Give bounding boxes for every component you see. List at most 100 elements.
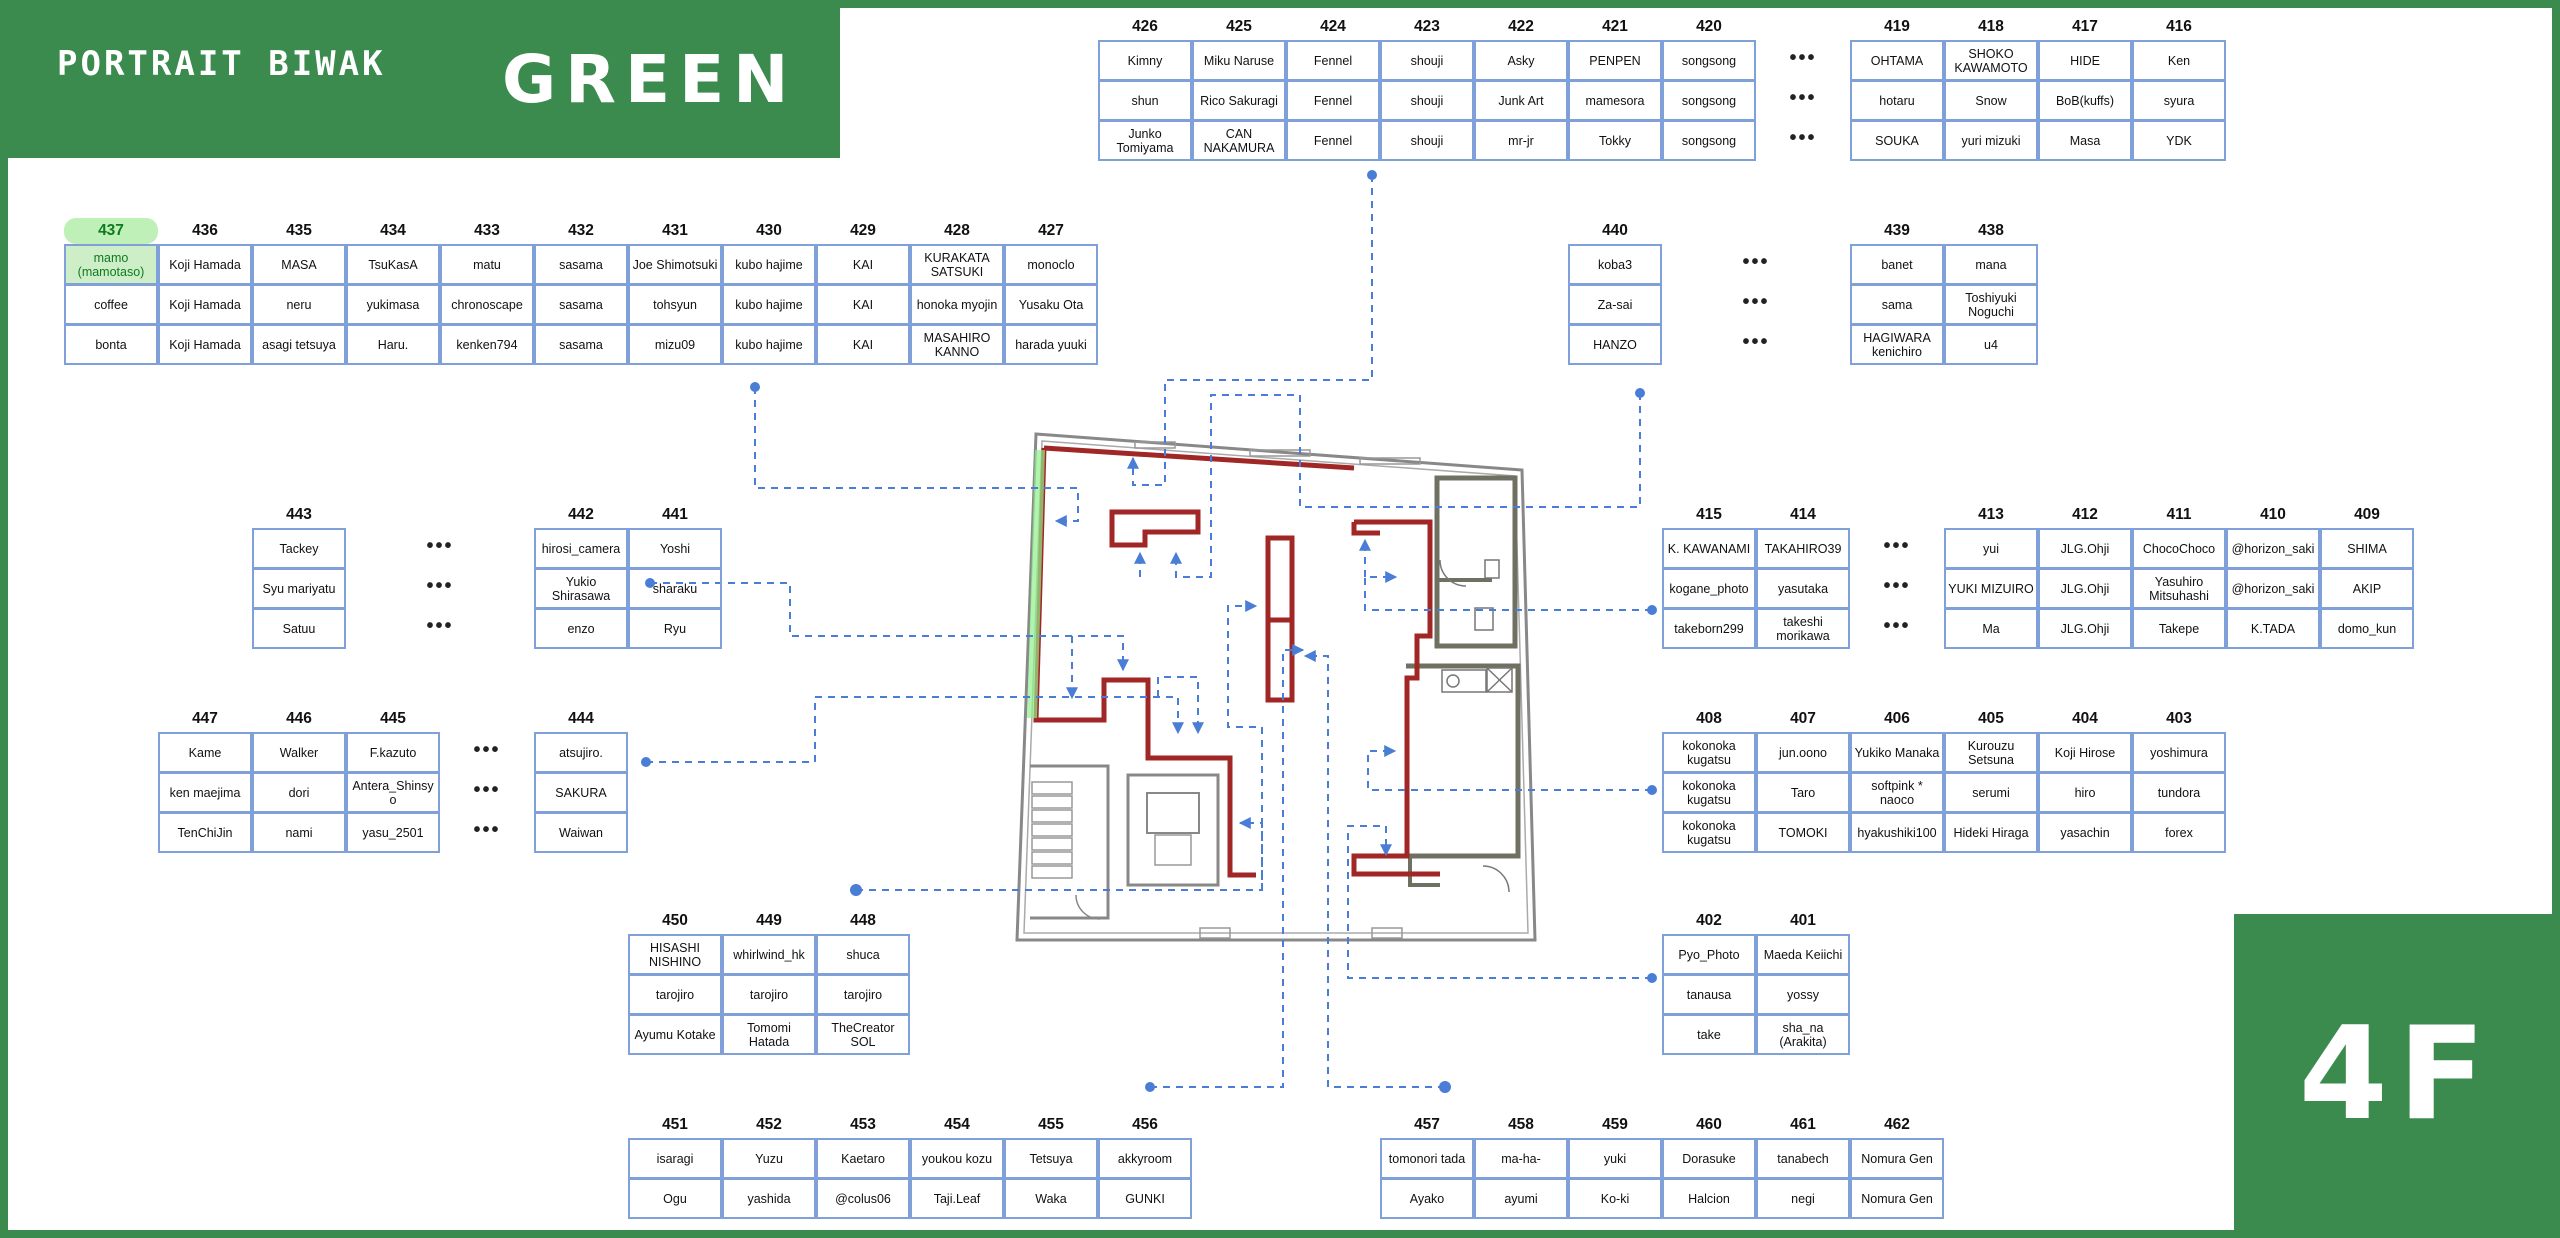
header-band — [0, 0, 840, 158]
exhibitor-name: HANZO — [1568, 324, 1662, 365]
exhibitor-name: enzo — [534, 608, 628, 649]
exhibitor-name: tanabech — [1756, 1138, 1850, 1179]
ellipsis-icon: ••• — [1789, 47, 1817, 69]
room-number: 407 — [1790, 710, 1816, 727]
room-number: 442 — [568, 506, 594, 523]
exhibitor-name: whirlwind_hk — [722, 934, 816, 975]
exhibitor-name: tohsyun — [628, 284, 722, 325]
exhibitor-name: Satuu — [252, 608, 346, 649]
exhibitor-name: ayumi — [1474, 1178, 1568, 1219]
exhibitor-name: Asky — [1474, 40, 1568, 81]
room-number: 435 — [286, 222, 312, 239]
exhibitor-name: @colus06 — [816, 1178, 910, 1219]
exhibitor-name: PENPEN — [1568, 40, 1662, 81]
exhibitor-name: ChocoChoco — [2132, 528, 2226, 569]
exhibitor-name: Kaetaro — [816, 1138, 910, 1179]
room-number: 449 — [756, 912, 782, 929]
exhibitor-name: softpink * naoco — [1850, 772, 1944, 813]
exhibitor-name: Ogu — [628, 1178, 722, 1219]
exhibitor-name: Walker — [252, 732, 346, 773]
exhibitor-name: TAKAHIRO39 — [1756, 528, 1850, 569]
room-number: 408 — [1696, 710, 1722, 727]
window-frame — [1249, 449, 1311, 457]
exhibitor-name: Yasuhiro Mitsuhashi — [2132, 568, 2226, 609]
exhibitor-name: Pyo_Photo — [1662, 934, 1756, 975]
room-number: 422 — [1508, 18, 1534, 35]
exhibitor-name: mamesora — [1568, 80, 1662, 121]
exhibitor-name: koba3 — [1568, 244, 1662, 285]
ellipsis-icon: ••• — [426, 575, 454, 597]
sink-fixture — [1446, 674, 1460, 688]
exhibitor-name: Tomomi Hatada — [722, 1014, 816, 1055]
exhibitor-name: MASA — [252, 244, 346, 285]
exhibitor-name: Koji Hamada — [158, 324, 252, 365]
exhibitor-name: CAN NAKAMURA — [1192, 120, 1286, 161]
exhibitor-name: nami — [252, 812, 346, 853]
exhibitor-name: Ayako — [1380, 1178, 1474, 1219]
room-number: 403 — [2166, 710, 2192, 727]
exhibitor-name: Ryu — [628, 608, 722, 649]
exhibitor-name: TenChiJin — [158, 812, 252, 853]
room-number: 425 — [1226, 18, 1252, 35]
exhibitor-name: coffee — [64, 284, 158, 325]
exhibitor-name: Yukio Shirasawa — [534, 568, 628, 609]
exhibitor-name: Toshiyuki Noguchi — [1944, 284, 2038, 325]
exhibitor-name: Yuzu — [722, 1138, 816, 1179]
exhibitor-name: Ma — [1944, 608, 2038, 649]
room-number: 423 — [1414, 18, 1440, 35]
exhibitor-name: Nomura Gen — [1850, 1138, 1944, 1179]
exhibitor-name: AKIP — [2320, 568, 2414, 609]
room-number: 462 — [1884, 1116, 1910, 1133]
room-number: 428 — [944, 222, 970, 239]
exhibitor-name: sasama — [534, 244, 628, 285]
display-walls — [1033, 445, 1440, 878]
exhibitor-name: Dorasuke — [1662, 1138, 1756, 1179]
door-swing — [1439, 559, 1467, 587]
exhibitor-name: isaragi — [628, 1138, 722, 1179]
room-number: 456 — [1132, 1116, 1158, 1133]
exhibitor-name: Fennel — [1286, 40, 1380, 81]
exhibitor-name: takeborn299 — [1662, 608, 1756, 649]
exhibitor-name: Tackey — [252, 528, 346, 569]
exhibitor-name: GUNKI — [1098, 1178, 1192, 1219]
exhibitor-name: matu — [440, 244, 534, 285]
exhibitor-name: KAI — [816, 244, 910, 285]
exhibitor-name: shun — [1098, 80, 1192, 121]
exhibitor-name: kubo hajime — [722, 284, 816, 325]
exhibitor-name: neru — [252, 284, 346, 325]
room-number: 412 — [2072, 506, 2098, 523]
room-number: 446 — [286, 710, 312, 727]
exhibitor-name: Nomura Gen — [1850, 1178, 1944, 1219]
room-number: 448 — [850, 912, 876, 929]
exhibitor-name: @horizon_saki — [2226, 568, 2320, 609]
exhibitor-name: kogane_photo — [1662, 568, 1756, 609]
ellipsis-icon: ••• — [1742, 251, 1770, 273]
exhibitor-name: Ken — [2132, 40, 2226, 81]
exhibitor-name: kubo hajime — [722, 244, 816, 285]
exhibitor-name: Joe Shimotsuki — [628, 244, 722, 285]
exhibitor-name: sasama — [534, 324, 628, 365]
toilet-fixture — [1484, 559, 1500, 579]
exhibitor-name: yossy — [1756, 974, 1850, 1015]
room-number: 418 — [1978, 18, 2004, 35]
ellipsis-icon: ••• — [1742, 291, 1770, 313]
exhibitor-name: mana — [1944, 244, 2038, 285]
exhibitor-name: Syu mariyatu — [252, 568, 346, 609]
exhibitor-name: songsong — [1662, 80, 1756, 121]
exhibitor-name: negi — [1756, 1178, 1850, 1219]
exhibitor-name: banet — [1850, 244, 1944, 285]
exhibitor-name: tundora — [2132, 772, 2226, 813]
exhibitor-name: kubo hajime — [722, 324, 816, 365]
exhibitor-name: yasu_2501 — [346, 812, 440, 853]
exhibitor-name: mizu09 — [628, 324, 722, 365]
room-number: 410 — [2260, 506, 2286, 523]
exhibitor-name: Fennel — [1286, 80, 1380, 121]
route-endpoints — [641, 170, 1657, 1093]
exhibitor-name: JLG.Ohji — [2038, 568, 2132, 609]
exhibitor-name: Ayumu Kotake — [628, 1014, 722, 1055]
exhibitor-name: kokonoka kugatsu — [1662, 732, 1756, 773]
exhibitor-name: Koji Hamada — [158, 244, 252, 285]
exhibitor-name: TOMOKI — [1756, 812, 1850, 853]
door-swing — [1482, 865, 1510, 893]
